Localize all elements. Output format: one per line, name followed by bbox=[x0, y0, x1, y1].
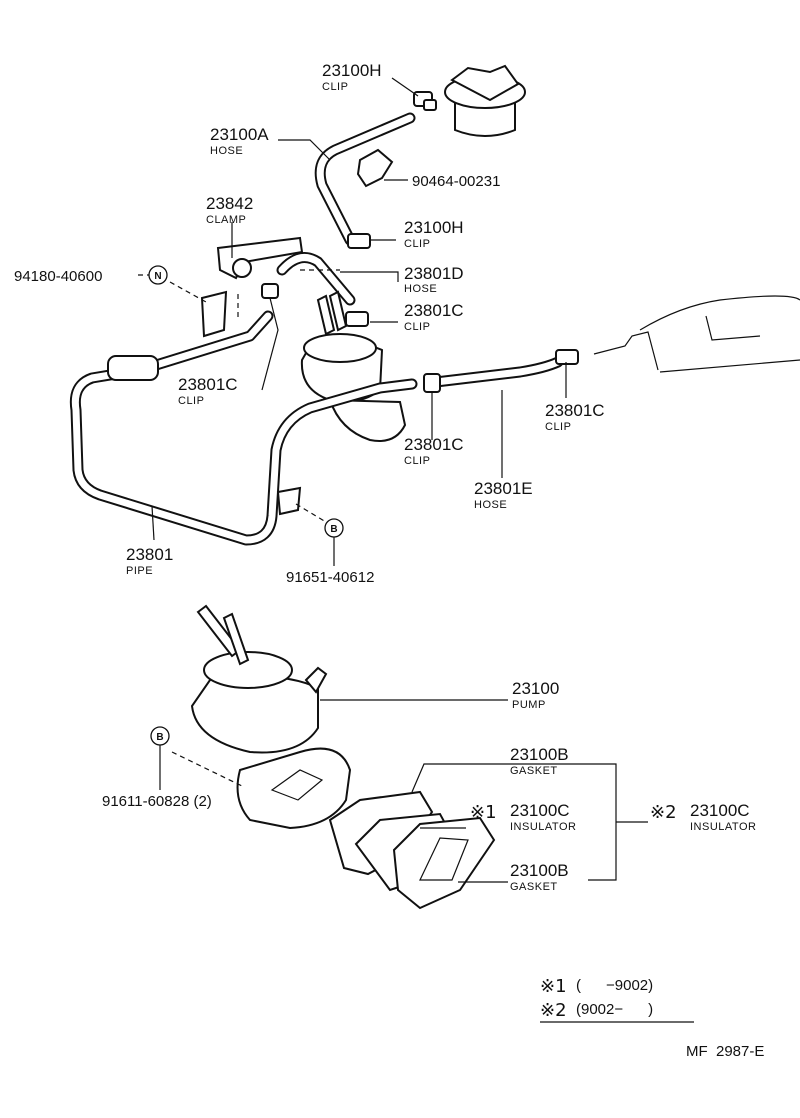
pump-flange-drawing bbox=[236, 747, 352, 830]
callout-clip-c-upper-name: CLIP bbox=[404, 321, 430, 333]
callout-clip-top-part: 23100H bbox=[322, 61, 382, 80]
callout-hose-main-part: 23100A bbox=[210, 125, 269, 144]
callout-pipe-name: PIPE bbox=[126, 565, 153, 577]
callout-pipe-part: 23801 bbox=[126, 545, 173, 564]
pipe-23801-drawing bbox=[69, 310, 418, 546]
callout-insulator-1-part: 23100C bbox=[510, 801, 570, 820]
variant-2-mark: ※2 bbox=[650, 802, 677, 823]
legend-2-range: (9002− ) bbox=[576, 1001, 653, 1018]
diagram-code: MF 2987-E bbox=[686, 1043, 764, 1060]
callout-clip-c-mid-part: 23801C bbox=[404, 435, 464, 454]
hose-23801e-drawing bbox=[430, 356, 564, 388]
bracket-drawing bbox=[200, 290, 228, 338]
clip-23801c-upper-drawing bbox=[345, 311, 369, 327]
callout-clip-c-left-name: CLIP bbox=[178, 395, 204, 407]
callout-gasket-upper-name: GASKET bbox=[510, 765, 558, 777]
callout-clip-c-right-name: CLIP bbox=[545, 421, 571, 433]
callout-hose-d-part: 23801D bbox=[404, 264, 464, 283]
callout-clip-top-name: CLIP bbox=[322, 81, 348, 93]
legend-1-range: ( −9002) bbox=[576, 977, 653, 994]
clip-23100h-mid-drawing bbox=[347, 233, 371, 249]
callout-bolt-91651-part: 91651-40612 bbox=[286, 569, 374, 586]
clip-23100h-top-drawing bbox=[413, 91, 437, 111]
variant-1-mark: ※1 bbox=[470, 802, 497, 823]
callout-hose-main-name: HOSE bbox=[210, 145, 243, 157]
marker-b-lower-badge: B bbox=[150, 726, 170, 746]
leader-lines bbox=[138, 77, 694, 1023]
clamp-90464-drawing bbox=[356, 148, 394, 188]
clip-23801c-right-drawing bbox=[555, 349, 579, 365]
callout-hose-e-part: 23801E bbox=[474, 479, 533, 498]
marker-b-upper-text: B bbox=[330, 524, 337, 535]
pump-23100-drawing bbox=[190, 604, 328, 754]
callout-hose-d-name: HOSE bbox=[404, 283, 437, 295]
callout-gasket-upper-part: 23100B bbox=[510, 745, 569, 764]
marker-b-upper-badge: B bbox=[324, 518, 344, 538]
variant-legend: ※1 ( −9002) ※2 (9002− ) bbox=[540, 976, 653, 1021]
callout-insulator-1-name: INSULATOR bbox=[510, 821, 576, 833]
callout-insulator-2-part: 23100C bbox=[690, 801, 750, 820]
marker-n-text: N bbox=[154, 271, 161, 282]
callout-clip-c-mid-name: CLIP bbox=[404, 455, 430, 467]
clip-23801c-left-drawing bbox=[261, 283, 279, 299]
hose-23801d-drawing bbox=[276, 252, 356, 306]
callout-insulator-2-name: INSULATOR bbox=[690, 821, 756, 833]
callout-clamp-23842-name: CLAMP bbox=[206, 214, 246, 226]
callout-clip-c-left-part: 23801C bbox=[178, 375, 238, 394]
callout-gasket-lower-part: 23100B bbox=[510, 861, 569, 880]
callout-bolt-94180-part: 94180-40600 bbox=[14, 268, 102, 285]
gaskets-drawing bbox=[328, 790, 496, 910]
clamp-23842-drawing bbox=[216, 236, 304, 280]
callout-bolt-91611-part: 91611-60828 (2) bbox=[102, 793, 212, 810]
engine-fitting-drawing bbox=[593, 295, 800, 373]
callout-clip-mid-name: CLIP bbox=[404, 238, 430, 250]
tank-neck-drawing bbox=[444, 64, 526, 137]
marker-n-badge: N bbox=[148, 265, 168, 285]
legend-2-mark: ※2 bbox=[540, 1000, 567, 1021]
callout-pump-name: PUMP bbox=[512, 699, 546, 711]
callout-clip-c-upper-part: 23801C bbox=[404, 301, 464, 320]
callout-clip-c-right-part: 23801C bbox=[545, 401, 605, 420]
callout-hose-e-name: HOSE bbox=[474, 499, 507, 511]
callout-clip-mid-part: 23100H bbox=[404, 218, 464, 237]
pump-upper-drawing bbox=[300, 290, 407, 442]
callout-pump-part: 23100 bbox=[512, 679, 559, 698]
hose-23100a-drawing bbox=[314, 112, 416, 246]
legend-1-mark: ※1 bbox=[540, 976, 567, 997]
callout-clamp-23842-part: 23842 bbox=[206, 194, 253, 213]
clip-23801c-mid-drawing bbox=[423, 373, 441, 393]
callout-gasket-lower-name: GASKET bbox=[510, 881, 558, 893]
callout-clamp-90464-part: 90464-00231 bbox=[412, 173, 500, 190]
marker-b-lower-text: B bbox=[156, 732, 163, 743]
